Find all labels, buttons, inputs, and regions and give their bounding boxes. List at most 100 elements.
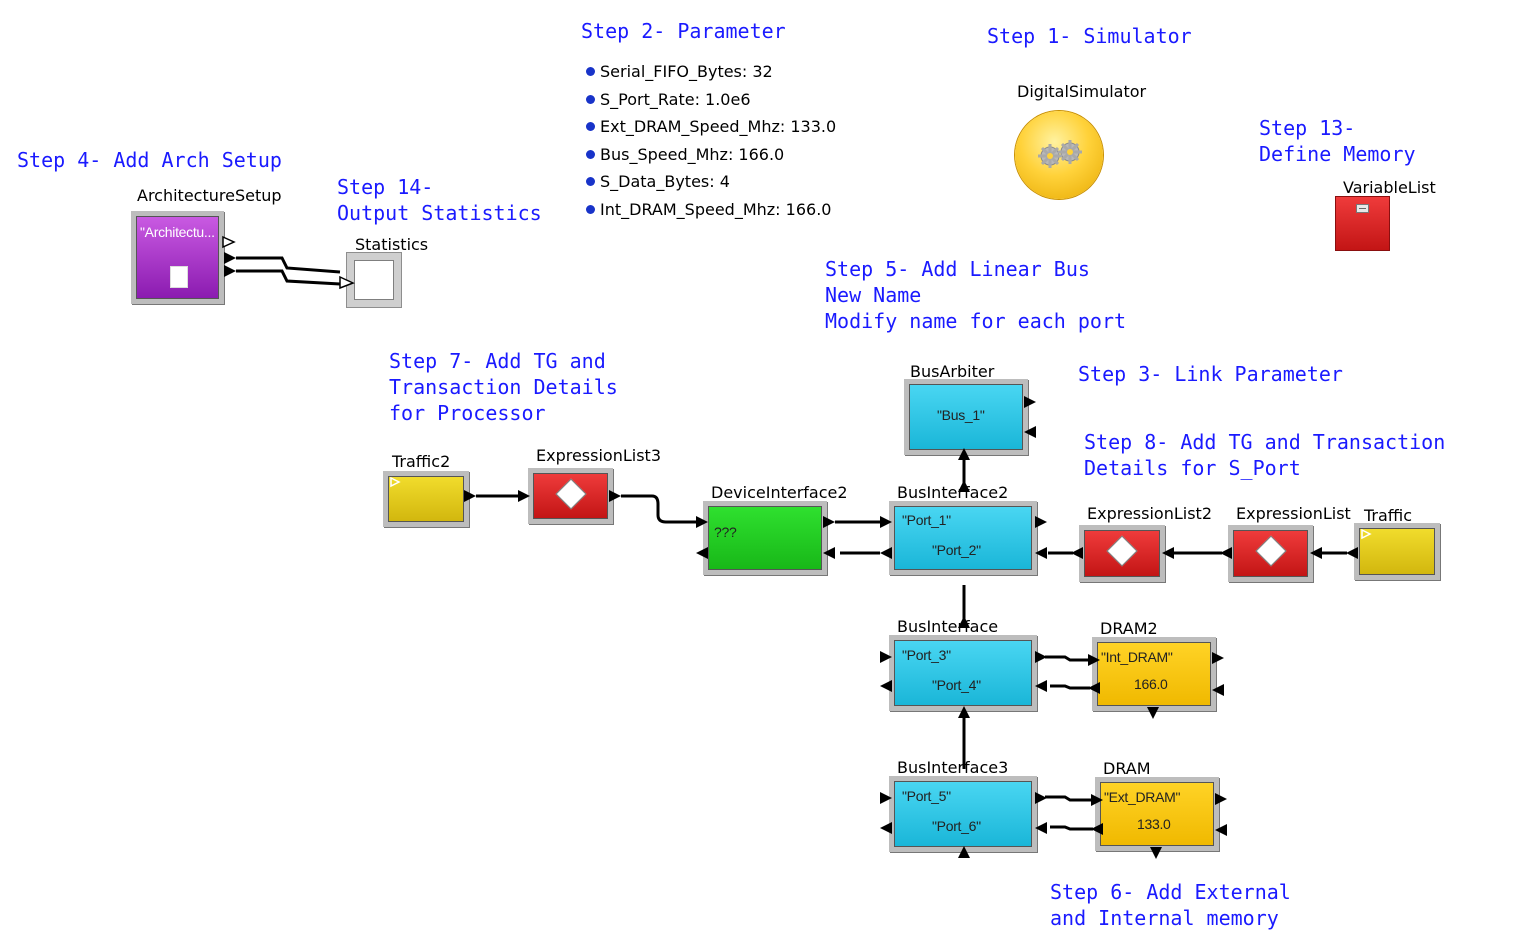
- parameter-text: Serial_FIFO_Bytes: 32: [600, 62, 773, 82]
- dram-speed-text: 133.0: [1137, 816, 1171, 832]
- gears-icon: [1038, 140, 1082, 168]
- play-icon: [1361, 529, 1372, 540]
- bus-interface2-label: BusInterface2: [897, 483, 1009, 502]
- bus-interface2-block[interactable]: "Port_1" "Port_2": [889, 501, 1037, 575]
- step-7-label: Step 7- Add TG and Transaction Details f…: [389, 349, 618, 425]
- port-arrow-icon: [1150, 847, 1162, 859]
- bus-interface2-port-a: "Port_1": [902, 512, 951, 528]
- port-arrow-icon: [1035, 822, 1047, 834]
- parameter-item[interactable]: Ext_DRAM_Speed_Mhz: 133.0: [586, 113, 836, 141]
- port-arrow-icon: [1035, 516, 1047, 528]
- wire-dram2-to-bus: [1050, 684, 1090, 690]
- step-8-label: Step 8- Add TG and Transaction Details f…: [1084, 430, 1446, 480]
- port-arrow-icon: [880, 680, 892, 692]
- traffic-label: Traffic: [1364, 506, 1413, 525]
- bus-interface-port-a: "Port_3": [902, 647, 951, 663]
- step-3-label: Step 3- Link Parameter: [1078, 362, 1343, 386]
- port-arrow-icon: [1088, 682, 1100, 694]
- expression-list3-label: ExpressionList3: [536, 446, 661, 465]
- traffic2-label: Traffic2: [392, 452, 451, 471]
- port-arrow-icon: [1215, 824, 1227, 836]
- step-1-label: Step 1- Simulator: [987, 24, 1192, 48]
- parameter-text: S_Data_Bytes: 4: [600, 172, 730, 192]
- port-arrow-icon: [1024, 396, 1036, 408]
- port-arrow-icon: [823, 516, 835, 528]
- port-arrow-icon: [958, 480, 970, 492]
- bus-interface3-port-b: "Port_6": [932, 818, 981, 834]
- parameter-item[interactable]: S_Port_Rate: 1.0e6: [586, 86, 836, 114]
- parameter-item[interactable]: Bus_Speed_Mhz: 166.0: [586, 141, 836, 169]
- bullet-icon: [586, 67, 595, 77]
- parameter-item[interactable]: S_Data_Bytes: 4: [586, 168, 836, 196]
- statistics-label: Statistics: [355, 235, 429, 254]
- wire-bus-to-dram2: [1045, 655, 1090, 662]
- bus-interface-label: BusInterface: [897, 617, 999, 636]
- port-arrow-icon: [880, 822, 892, 834]
- parameter-text: Ext_DRAM_Speed_Mhz: 133.0: [600, 117, 837, 137]
- port-arrow-icon: [1035, 680, 1047, 692]
- bus-interface-port-b: "Port_4": [932, 677, 981, 693]
- wire-bus3-to-dram: [1045, 795, 1093, 802]
- dram2-block[interactable]: "Int_DRAM" 166.0: [1092, 637, 1216, 711]
- bullet-icon: [586, 122, 595, 132]
- variable-list-block[interactable]: [1335, 196, 1390, 251]
- port-arrow-icon: [224, 265, 236, 277]
- bullet-icon: [586, 149, 595, 159]
- port-arrow-icon: [224, 252, 236, 264]
- port-arrow-icon: [880, 516, 892, 528]
- parameter-item[interactable]: Int_DRAM_Speed_Mhz: 166.0: [586, 196, 836, 224]
- expression-list3-block[interactable]: [528, 468, 613, 524]
- expression-list2-label: ExpressionList2: [1087, 504, 1212, 523]
- port-arrow-icon: [1147, 707, 1159, 719]
- bus-arbiter-text: "Bus_1": [937, 407, 985, 423]
- bus-interface2-port-b: "Port_2": [932, 542, 981, 558]
- port-arrow-icon: [464, 490, 476, 502]
- device-interface2-block[interactable]: ???: [703, 501, 827, 575]
- architecture-setup-label: ArchitectureSetup: [137, 186, 282, 205]
- bullet-icon: [586, 177, 595, 187]
- port-arrow-icon: [1212, 684, 1224, 696]
- wire-arch-to-stats-2: [236, 269, 341, 286]
- port-arrow-icon: [880, 547, 892, 559]
- port-arrow-icon: [609, 490, 621, 502]
- device-interface2-text: ???: [714, 524, 737, 540]
- expression-list-label: ExpressionList: [1236, 504, 1351, 523]
- step-6-label: Step 6- Add External and Internal memory: [1050, 880, 1291, 930]
- port-arrow-icon: [958, 846, 970, 858]
- port-arrow-icon: [823, 547, 835, 559]
- dram-label: DRAM: [1103, 759, 1151, 778]
- port-arrow-icon: [1310, 547, 1322, 559]
- bus-interface-block[interactable]: "Port_3" "Port_4": [889, 635, 1037, 711]
- digital-simulator-block[interactable]: [1015, 111, 1103, 199]
- parameter-item[interactable]: Serial_FIFO_Bytes: 32: [586, 58, 836, 86]
- expression-list2-block[interactable]: [1079, 525, 1165, 582]
- port-arrow-icon: [1215, 793, 1227, 805]
- dram-name-text: "Ext_DRAM": [1104, 789, 1181, 805]
- step-2-label: Step 2- Parameter: [581, 19, 786, 43]
- port-arrow-icon: [1346, 547, 1358, 559]
- port-arrow-icon: [1035, 792, 1047, 804]
- port-arrow-icon: [518, 490, 530, 502]
- port-arrow-icon: [696, 516, 708, 528]
- port-arrow-icon: [880, 651, 892, 663]
- port-arrow-icon: [958, 448, 970, 460]
- port-arrow-icon: [1024, 426, 1036, 438]
- list-icon: [1356, 204, 1369, 213]
- step-4-label: Step 4- Add Arch Setup: [17, 148, 282, 172]
- port-arrow-icon: [1035, 651, 1047, 663]
- bullet-icon: [586, 94, 595, 104]
- architecture-setup-block[interactable]: "Architectu...: [131, 211, 224, 304]
- bus-arbiter-label: BusArbiter: [910, 362, 995, 381]
- parameter-text: Int_DRAM_Speed_Mhz: 166.0: [600, 199, 832, 219]
- port-arrow-icon: [958, 616, 970, 628]
- bus-interface3-port-a: "Port_5": [902, 788, 951, 804]
- document-icon: [170, 266, 188, 288]
- port-arrow-icon: [1091, 794, 1103, 806]
- port-arrow-icon: [1220, 547, 1232, 559]
- parameter-text: S_Port_Rate: 1.0e6: [600, 89, 751, 109]
- port-arrow-icon: [880, 792, 892, 804]
- port-arrow-icon: [1035, 547, 1047, 559]
- port-arrow-icon: [1088, 654, 1100, 666]
- dram2-name-text: "Int_DRAM": [1101, 649, 1173, 665]
